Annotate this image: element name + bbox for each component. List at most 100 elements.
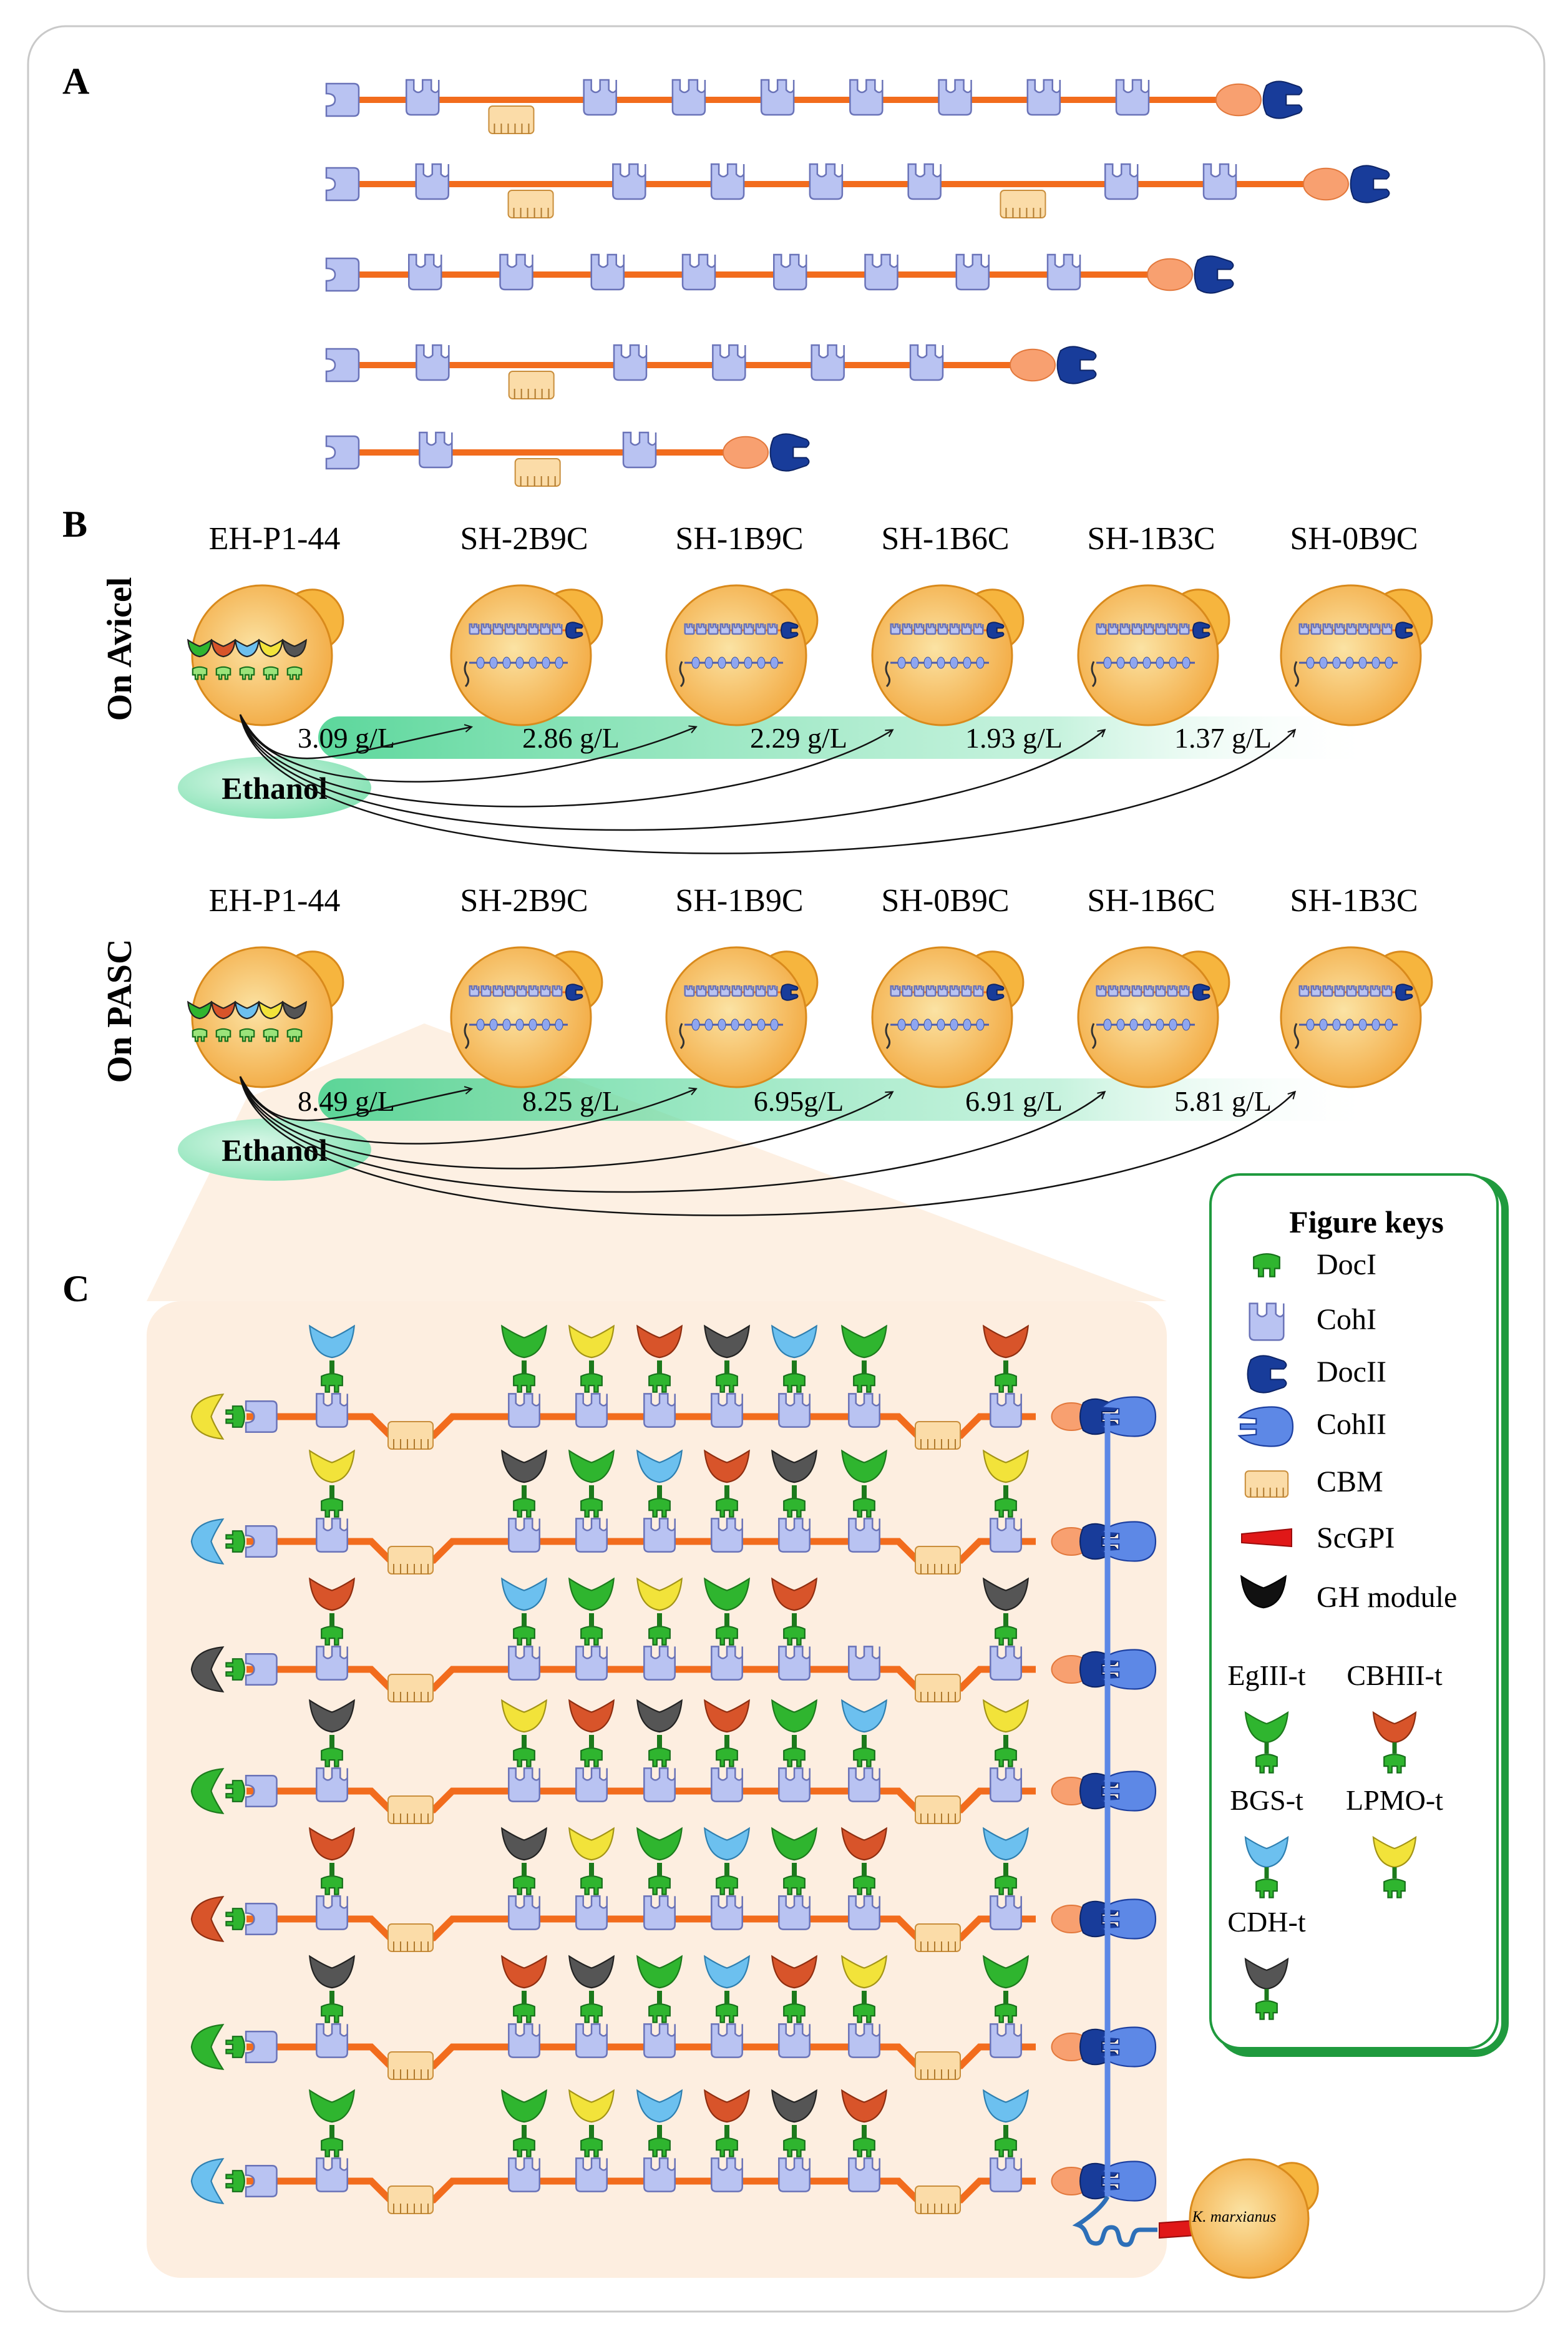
cohesin-end-icon — [245, 1525, 278, 1558]
mini-cohii — [1319, 1018, 1328, 1031]
cohi-icon — [1115, 79, 1150, 116]
gh-module-icon — [1372, 1835, 1417, 1868]
cohi-icon — [540, 623, 551, 635]
production-arrow — [239, 714, 696, 783]
cohi-icon — [1370, 985, 1381, 997]
yeast-body — [191, 584, 333, 726]
cohesin-shape — [1322, 623, 1333, 635]
crescent-shape — [1244, 1711, 1289, 1744]
cbm-icon — [915, 1546, 961, 1575]
doci-shape — [513, 1875, 535, 1895]
cbm-icon — [387, 2051, 434, 2080]
cohii-shape — [1100, 1898, 1157, 1940]
production-arrow — [239, 714, 1104, 831]
cohi-icon — [711, 1646, 743, 1681]
gh-module-icon — [282, 1000, 307, 1020]
doci-icon — [580, 2003, 603, 2023]
mini-cohii — [704, 1018, 713, 1031]
cohesin-shape — [990, 1646, 1022, 1681]
cohesin-shape — [408, 253, 442, 291]
mini-cohii — [910, 657, 919, 669]
mini-gpi — [885, 1023, 891, 1050]
cohesin-shape — [516, 623, 527, 635]
docii-shape — [780, 622, 799, 639]
crescent-shape — [983, 1827, 1029, 1861]
gh-module-icon — [568, 2089, 615, 2123]
doci-shape — [580, 1373, 603, 1393]
cbm-icon — [915, 1421, 961, 1450]
strain-name: SH-1B3C — [1290, 883, 1418, 919]
key-row: DocI — [1253, 1248, 1376, 1281]
cbm-block — [387, 1421, 434, 1450]
doci-shape — [716, 1373, 738, 1393]
cohi-icon — [767, 623, 778, 635]
doci-shape — [853, 1875, 875, 1895]
cohi-icon — [508, 1646, 540, 1681]
cohesin-shape — [809, 163, 844, 200]
cohesin-shape — [902, 985, 913, 997]
cohesin-shape — [612, 163, 646, 200]
doci-shape — [716, 2003, 738, 2023]
mini-cohii — [757, 1018, 766, 1031]
cohesin-shape — [1358, 985, 1369, 997]
cohi-icon — [1155, 623, 1166, 635]
cohi-icon — [990, 2023, 1022, 2058]
crescent-shape — [190, 2024, 225, 2070]
mini-cohii — [528, 1018, 537, 1031]
cohesin-shape — [504, 623, 515, 635]
cbm-block — [387, 1546, 434, 1575]
cohesin-shape — [316, 1646, 348, 1681]
cohi-icon — [1155, 985, 1166, 997]
cohesin-shape — [937, 623, 948, 635]
crescent-shape — [309, 1577, 355, 1611]
doci-icon — [648, 1626, 671, 1646]
cohi-icon — [909, 344, 944, 381]
cohi-icon — [990, 1646, 1022, 1681]
docii-shape — [1350, 165, 1390, 203]
doci-shape — [1383, 1878, 1406, 1898]
crescent-shape — [501, 1324, 547, 1359]
yeast-body — [450, 584, 592, 726]
mini-cohii — [542, 657, 550, 669]
gh-module-icon — [1372, 1711, 1417, 1744]
spring-linker — [1072, 2195, 1157, 2247]
cohi-icon — [955, 253, 990, 291]
crescent-shape — [501, 1577, 547, 1611]
cohesin-end-icon — [245, 1903, 278, 1935]
cbm-icon — [915, 2051, 961, 2080]
crescent-shape — [704, 1449, 750, 1483]
cohi-icon — [1108, 985, 1119, 997]
cohi-icon — [508, 1393, 540, 1428]
cohesin-shape — [719, 985, 731, 997]
cbm-block — [915, 1674, 961, 1702]
engineered-cell — [450, 584, 603, 726]
doci-icon — [513, 2137, 535, 2157]
cohesin-end-icon — [325, 167, 360, 202]
cohesin-shape — [681, 253, 716, 291]
titer-label: 1.37 g/L — [1174, 722, 1272, 754]
key-label: CohI — [1317, 1303, 1376, 1336]
mini-cohii — [1156, 1018, 1164, 1031]
doci-icon — [192, 666, 208, 680]
docii-shape — [1056, 346, 1097, 384]
linker-oval — [1303, 167, 1349, 201]
cohesin-shape — [778, 1393, 811, 1428]
crescent-shape — [309, 1449, 355, 1483]
cohesin-shape — [528, 623, 539, 635]
cohi-icon — [711, 1895, 743, 1930]
doci-shape — [215, 1028, 231, 1042]
mini-cohii — [897, 1018, 906, 1031]
crescent-shape — [704, 1827, 750, 1861]
gh-module-icon — [983, 1827, 1029, 1861]
end-enzyme — [190, 1394, 225, 1440]
yeast-body — [450, 946, 592, 1088]
doci-icon — [321, 2137, 343, 2157]
cohi-icon — [719, 985, 731, 997]
crescent-shape — [636, 1699, 683, 1733]
cohi-icon — [416, 344, 450, 381]
yeast-body — [1280, 946, 1422, 1088]
mini-cohii — [1182, 657, 1191, 669]
host-label: K. marxianus — [1192, 2209, 1277, 2225]
doci-icon — [716, 2137, 738, 2157]
